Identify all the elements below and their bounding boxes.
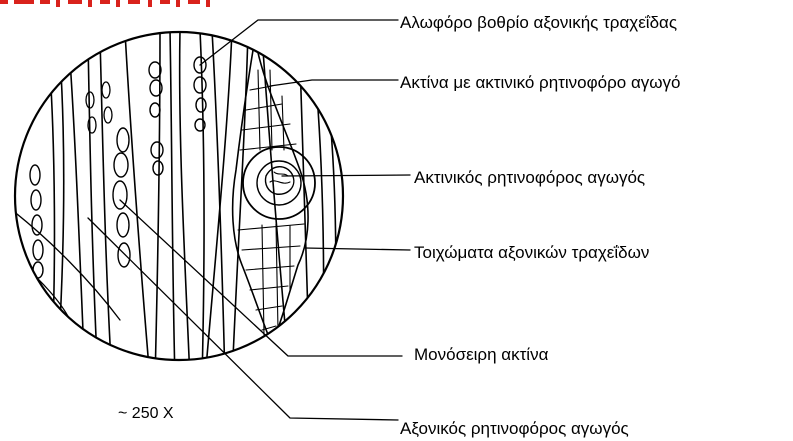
label-tracheid-walls: Τοιχώματα αξονικών τραχεΐδων [414, 243, 649, 262]
pit-chain-2 [194, 57, 206, 131]
cropped-header-fragment [0, 0, 210, 7]
pit-chain-1 [149, 62, 163, 175]
label-radial-canal: Ακτινικός ρητινοφόρος αγωγός [414, 168, 645, 187]
label-bordered-pit: Αλωφόρο βοθρίο αξονικής τραχεΐδας [400, 13, 677, 32]
label-ray-with-canal: Ακτίνα με ακτινικό ρητινοφόρο αγωγό [400, 73, 681, 92]
magnification-label: ~ 250 X [118, 405, 174, 422]
label-uniseriate-ray: Μονόσειρη ακτίνα [414, 345, 549, 364]
diagonal-strokes [12, 210, 120, 320]
pit-chain-4 [30, 165, 43, 278]
label-axial-canal: Αξονικός ρητινοφόρος αγωγός [400, 419, 629, 438]
